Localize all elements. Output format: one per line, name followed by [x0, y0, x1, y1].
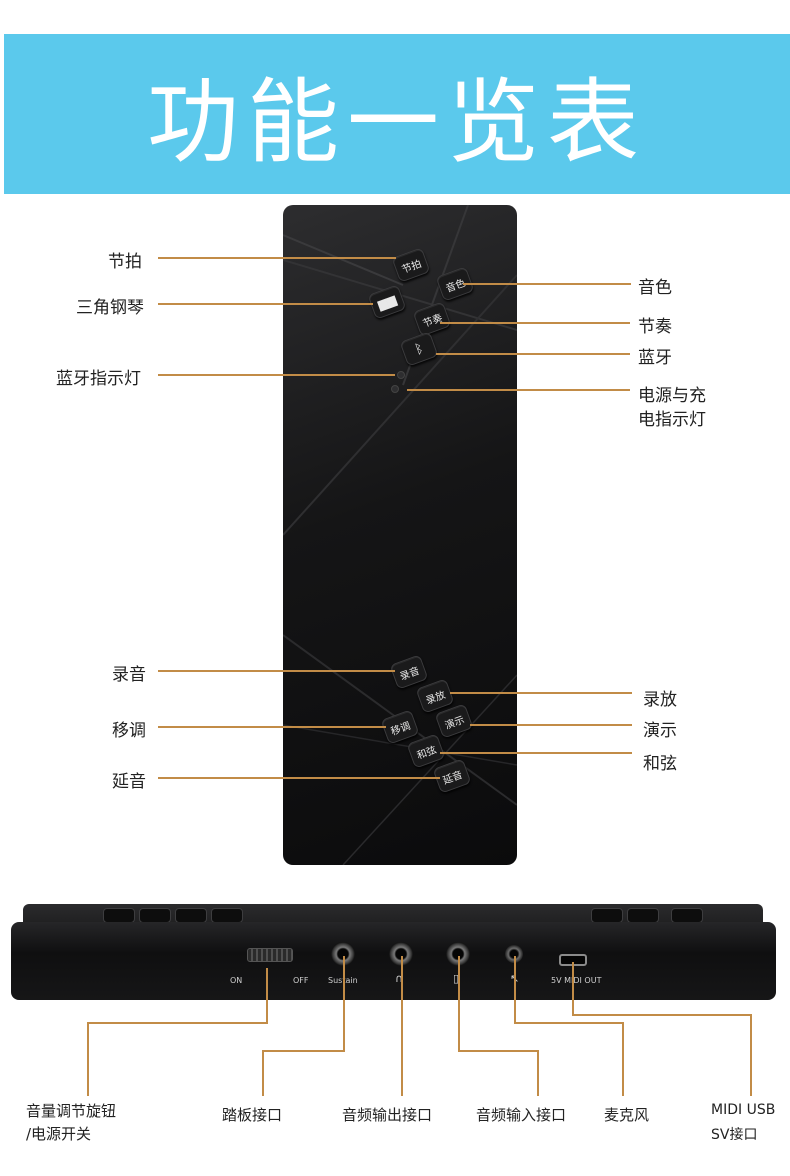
volume-knob[interactable] [247, 948, 293, 962]
side-key [139, 908, 171, 923]
label-volume-2: /电源开关 [26, 1125, 92, 1143]
label-bluetooth-indicator: 蓝牙指示灯 [56, 369, 141, 389]
leader-bluetooth [436, 353, 630, 355]
power-indicator-led [391, 385, 399, 393]
label-sustain: 延音 [112, 772, 146, 792]
device-top-view: 节拍 音色 ▆▆ 节奏 ᛒ 录音 录放 移调 演示 和弦 延音 [283, 205, 517, 865]
leader-sustain [158, 777, 440, 779]
label-volume-1: 音量调节旋钮 [26, 1102, 117, 1120]
label-audio-out: 音频输出接口 [342, 1106, 433, 1124]
label-bluetooth: 蓝牙 [638, 348, 672, 368]
leader-audio-in-h [458, 1050, 539, 1052]
leader-record [158, 670, 395, 672]
label-midi-2: SV接口 [711, 1127, 758, 1143]
leader-tone [463, 283, 631, 285]
page-title: 功能一览表 [146, 68, 647, 176]
label-rhythm: 节奏 [638, 317, 672, 337]
label-pedal: 踏板接口 [222, 1106, 283, 1124]
leader-volume-v1 [266, 968, 268, 1024]
label-playback: 录放 [643, 690, 677, 710]
headphone-icon: ∩ [395, 972, 404, 985]
label-chord: 和弦 [643, 754, 677, 774]
leader-midi-v2 [750, 1014, 752, 1096]
mic-jack[interactable] [505, 945, 523, 963]
on-caption: ON [230, 976, 243, 985]
leader-volume-v2 [87, 1022, 89, 1096]
leader-pedal-v2 [262, 1050, 264, 1096]
piano-icon: ▆▆ [375, 292, 399, 312]
audio-in-icon: ▯ [453, 972, 460, 985]
label-power-indicator-2: 电指示灯 [638, 410, 706, 430]
label-mic: 麦克风 [604, 1106, 650, 1124]
label-midi-1: MIDI USB [711, 1102, 776, 1118]
leader-midi-h [572, 1014, 752, 1016]
sustain-caption: Sustain [328, 976, 358, 985]
side-key [627, 908, 659, 923]
leader-volume-h [87, 1022, 268, 1024]
side-key [175, 908, 207, 923]
device-side-view: ON OFF Sustain ∩ ▯ ↖ 5V MIDI OUT [11, 904, 776, 1000]
leader-beat [158, 257, 396, 259]
label-tone: 音色 [638, 278, 672, 298]
side-key [671, 908, 703, 923]
label-audio-in: 音频输入接口 [476, 1106, 567, 1124]
midi-out-caption: 5V MIDI OUT [551, 976, 602, 985]
leader-power-indicator [407, 389, 630, 391]
label-transpose: 移调 [112, 721, 146, 741]
leader-bluetooth-indicator [158, 374, 395, 376]
label-grand-piano: 三角钢琴 [76, 298, 144, 318]
leader-audio-in-v1 [458, 956, 460, 1052]
leader-mic-v1 [514, 956, 516, 1024]
leader-midi-v1 [572, 962, 574, 1016]
bluetooth-indicator-led [397, 371, 405, 379]
leader-pedal-v1 [343, 956, 345, 1052]
leader-audio-out [401, 956, 403, 1096]
leader-demo [470, 724, 632, 726]
label-beat: 节拍 [108, 252, 142, 272]
label-demo: 演示 [643, 721, 677, 741]
leader-rhythm [440, 322, 630, 324]
label-record: 录音 [112, 665, 146, 685]
leader-playback [450, 692, 632, 694]
bluetooth-icon: ᛒ [412, 340, 426, 358]
side-key [211, 908, 243, 923]
side-key [103, 908, 135, 923]
off-caption: OFF [293, 976, 309, 985]
leader-grand-piano [158, 303, 373, 305]
leader-mic-h [514, 1022, 624, 1024]
title-banner: 功能一览表 [4, 34, 790, 194]
leader-mic-v2 [622, 1022, 624, 1096]
side-key [591, 908, 623, 923]
leader-transpose [158, 726, 386, 728]
leader-pedal-h [262, 1050, 345, 1052]
leader-audio-in-v2 [537, 1050, 539, 1096]
leader-chord [440, 752, 632, 754]
label-power-indicator-1: 电源与充 [638, 386, 706, 406]
